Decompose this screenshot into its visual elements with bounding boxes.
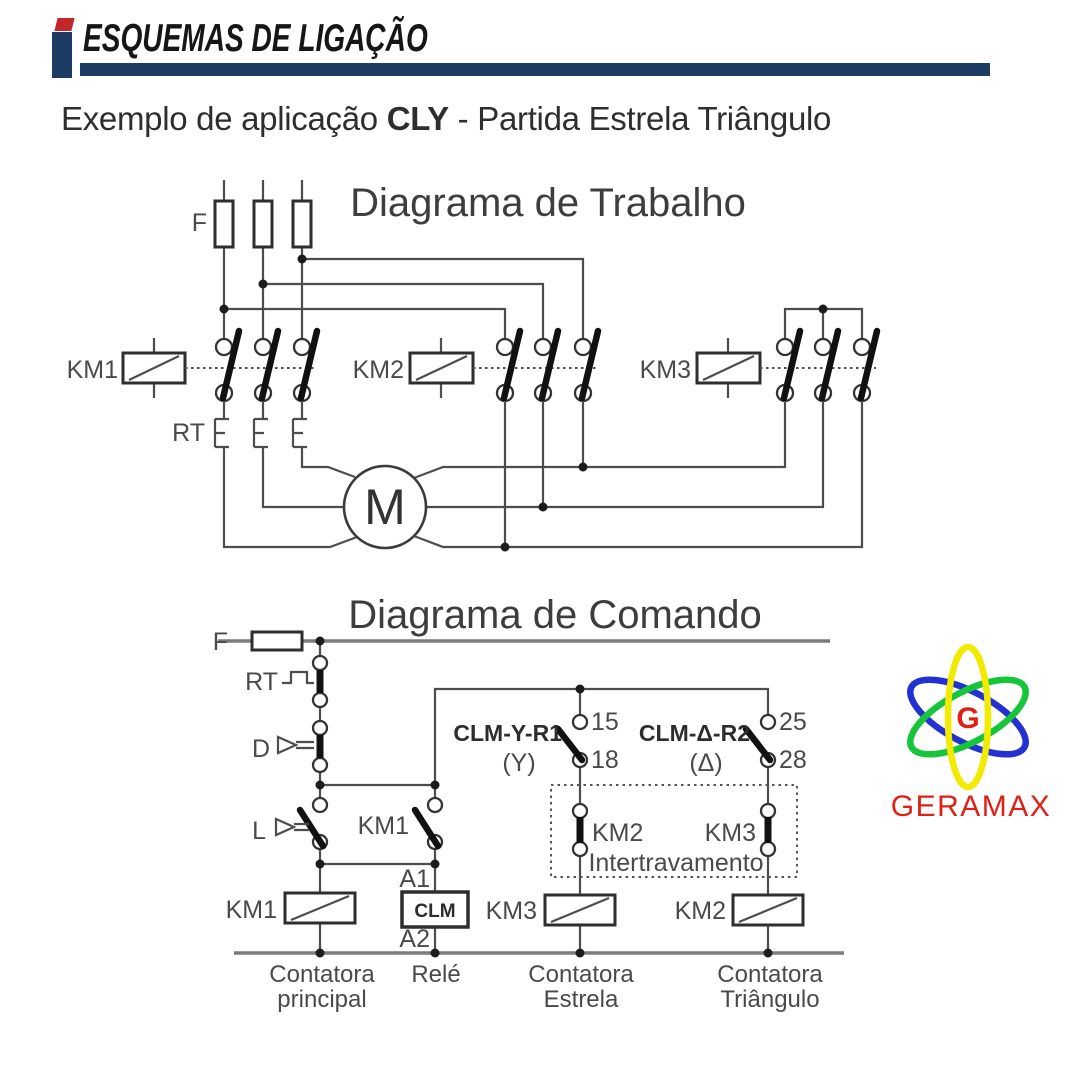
timer-delta-terminal-28: 28	[779, 746, 807, 774]
command-diagram-title: Diagrama de Comando	[348, 593, 762, 637]
fuse-3	[291, 199, 313, 249]
rt-trip-symbol	[282, 670, 314, 685]
interlock-caption: Intertravamento	[588, 849, 763, 877]
terminal-a2: A2	[399, 925, 430, 953]
geramax-logo: G GERAMAX	[891, 643, 1052, 823]
km1-contactor: KM1	[67, 327, 321, 403]
caption-km2-line1: Contatora	[717, 961, 823, 988]
km3-coil-command: KM3	[486, 893, 617, 927]
fuse-1	[213, 199, 235, 249]
logo-green-ellipse	[907, 676, 1029, 758]
subtitle-prefix: Exemplo de aplicação	[61, 100, 387, 137]
logo-yellow-ellipse	[944, 643, 992, 791]
caption-relay: Relé	[411, 961, 460, 988]
logo-letter: G	[956, 702, 979, 735]
km1-coil-command: KM1	[226, 891, 357, 925]
km3-coil-label: KM3	[486, 897, 537, 925]
work-junction-dots	[219, 254, 588, 552]
caption-km3-line1: Contatora	[528, 961, 634, 988]
km1-coil-label: KM1	[226, 896, 277, 924]
control-fuse	[250, 630, 304, 652]
motor-letter: M	[364, 479, 406, 535]
subtitle-model: CLY	[386, 100, 449, 137]
motor-wires	[222, 401, 864, 549]
interlock-km3-label: KM3	[705, 819, 756, 847]
timer-delta-contact: CLM-Δ-R2 (Δ) 25 28	[639, 708, 807, 777]
brand-icon	[52, 18, 76, 78]
header-rule	[80, 63, 990, 76]
km2-coil-command: KM2	[675, 893, 805, 927]
logo-wordmark: GERAMAX	[891, 790, 1052, 823]
timer-y-contact: CLM-Y-R1 (Y) 15 18	[453, 708, 618, 777]
caption-km1-line2: principal	[277, 986, 366, 1013]
logo-blue-ellipse	[907, 676, 1029, 758]
km2-contactor: KM2	[353, 327, 602, 403]
fuse-2	[252, 199, 274, 249]
clm-relay-label: CLM	[414, 901, 455, 922]
timer-delta-terminal-25: 25	[779, 708, 807, 736]
clm-relay: CLM A1 A2	[399, 865, 470, 953]
rt-contact-label: RT	[245, 668, 278, 696]
work-diagram-title: Diagrama de Trabalho	[350, 181, 746, 225]
coil-captions: Contatora principal Relé Contatora Estre…	[269, 961, 823, 1013]
interlock-km2-label: KM2	[592, 819, 643, 847]
timer-y-mode: (Y)	[502, 749, 535, 777]
motor: M	[342, 464, 428, 550]
caption-km2-line2: Triângulo	[720, 986, 819, 1013]
start-button: L	[252, 796, 329, 851]
timer-y-name: CLM-Y-R1	[453, 720, 562, 746]
km1-aux-contact: KM1	[358, 796, 444, 851]
timer-delta-mode: (Δ)	[689, 749, 722, 777]
brand-icon-blue-bar	[52, 32, 72, 78]
command-diagram: Diagrama de Comando F	[213, 593, 844, 1013]
timer-y-terminal-18: 18	[591, 746, 619, 774]
thermal-relay: RT	[172, 401, 307, 449]
stop-actuator	[276, 735, 314, 755]
stop-button: D	[252, 719, 329, 774]
timer-y-terminal-15: 15	[591, 708, 619, 736]
km2-coil-label: KM2	[675, 897, 726, 925]
rt-label: RT	[172, 419, 205, 447]
header-title: ESQUEMAS DE LIGAÇÃO	[83, 17, 428, 60]
control-fuse-label: F	[213, 628, 228, 656]
km1-label: KM1	[67, 356, 118, 384]
command-junction-dots	[315, 636, 773, 958]
rt-contact: RT	[245, 654, 329, 709]
fuse-label: F	[192, 209, 207, 237]
page-subtitle: Exemplo de aplicação CLY - Partida Estre…	[61, 100, 831, 138]
timer-delta-name: CLM-Δ-R2	[639, 720, 750, 746]
start-actuator	[274, 817, 309, 837]
start-button-label: L	[252, 817, 266, 845]
interlock-box: KM2 KM3 Intertravamento	[550, 784, 798, 878]
stop-button-label: D	[252, 735, 270, 763]
km3-label: KM3	[640, 356, 691, 384]
motor-circle	[342, 464, 428, 550]
caption-km1-line1: Contatora	[269, 961, 375, 988]
logo-center-bg	[955, 704, 981, 730]
fuse-group: F	[192, 199, 313, 249]
km1-aux-label: KM1	[358, 812, 409, 840]
terminal-a1: A1	[399, 865, 430, 893]
caption-km3-line2: Estrela	[544, 986, 619, 1013]
command-wires	[318, 641, 770, 953]
km2-label: KM2	[353, 356, 404, 384]
subtitle-suffix: - Partida Estrela Triângulo	[448, 100, 832, 137]
km3-contactor: KM3	[640, 304, 881, 403]
rt-heaters	[213, 401, 307, 449]
work-diagram: Diagrama de Trabalho F KM1	[67, 180, 881, 552]
